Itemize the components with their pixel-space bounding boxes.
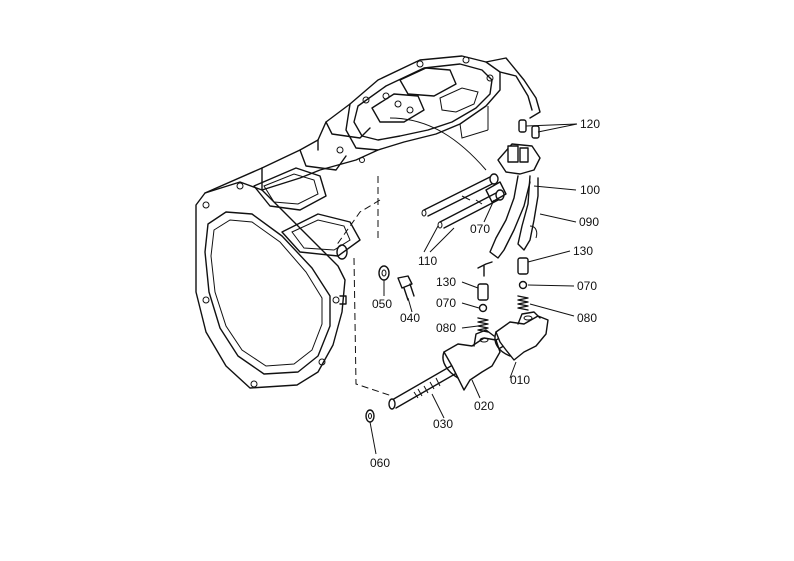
part-070-detent-ball-upper	[485, 181, 507, 203]
part-small-rod	[477, 261, 493, 277]
transmission-housing	[195, 55, 541, 397]
part-110-shift-rods	[421, 173, 505, 229]
callout-110: 110	[418, 254, 437, 268]
part-060-end-cap	[365, 409, 375, 423]
callout-090: 090	[579, 215, 599, 229]
part-130-left-plug	[477, 283, 489, 301]
callout-070-right: 070	[577, 279, 597, 293]
callout-070-left: 070	[436, 296, 456, 310]
callout-130-left: 130	[436, 275, 456, 289]
callout-020: 020	[474, 399, 494, 413]
callout-080-right: 080	[577, 311, 597, 325]
callout-050: 050	[372, 297, 392, 311]
callout-100: 100	[580, 183, 600, 197]
part-080-right-spring	[517, 295, 529, 311]
leader-lines	[369, 123, 578, 455]
part-120-pins	[518, 119, 540, 139]
callout-060: 060	[370, 456, 390, 470]
callout-130-right: 130	[573, 244, 593, 258]
part-040-bolt	[397, 275, 415, 301]
connecting-wire	[389, 117, 487, 171]
callout-040: 040	[400, 311, 420, 325]
part-100-shift-arm	[489, 143, 541, 259]
part-050-washer	[378, 265, 390, 281]
callout-labels: 120 100 090 130 070 080 070 110 130 070 …	[370, 117, 600, 470]
callout-030: 030	[433, 417, 453, 431]
callout-080-left: 080	[436, 321, 456, 335]
callout-070-upper: 070	[470, 222, 490, 236]
part-010-shift-fork	[494, 311, 549, 361]
callout-010: 010	[510, 373, 530, 387]
callout-120: 120	[580, 117, 600, 131]
part-070-left-ball	[478, 303, 488, 313]
part-080-left-spring	[477, 317, 489, 333]
part-020-shift-fork	[442, 329, 501, 391]
part-130-right-plug	[517, 257, 529, 275]
part-070-right-ball	[518, 280, 528, 290]
part-090-shift-arm	[517, 175, 539, 251]
